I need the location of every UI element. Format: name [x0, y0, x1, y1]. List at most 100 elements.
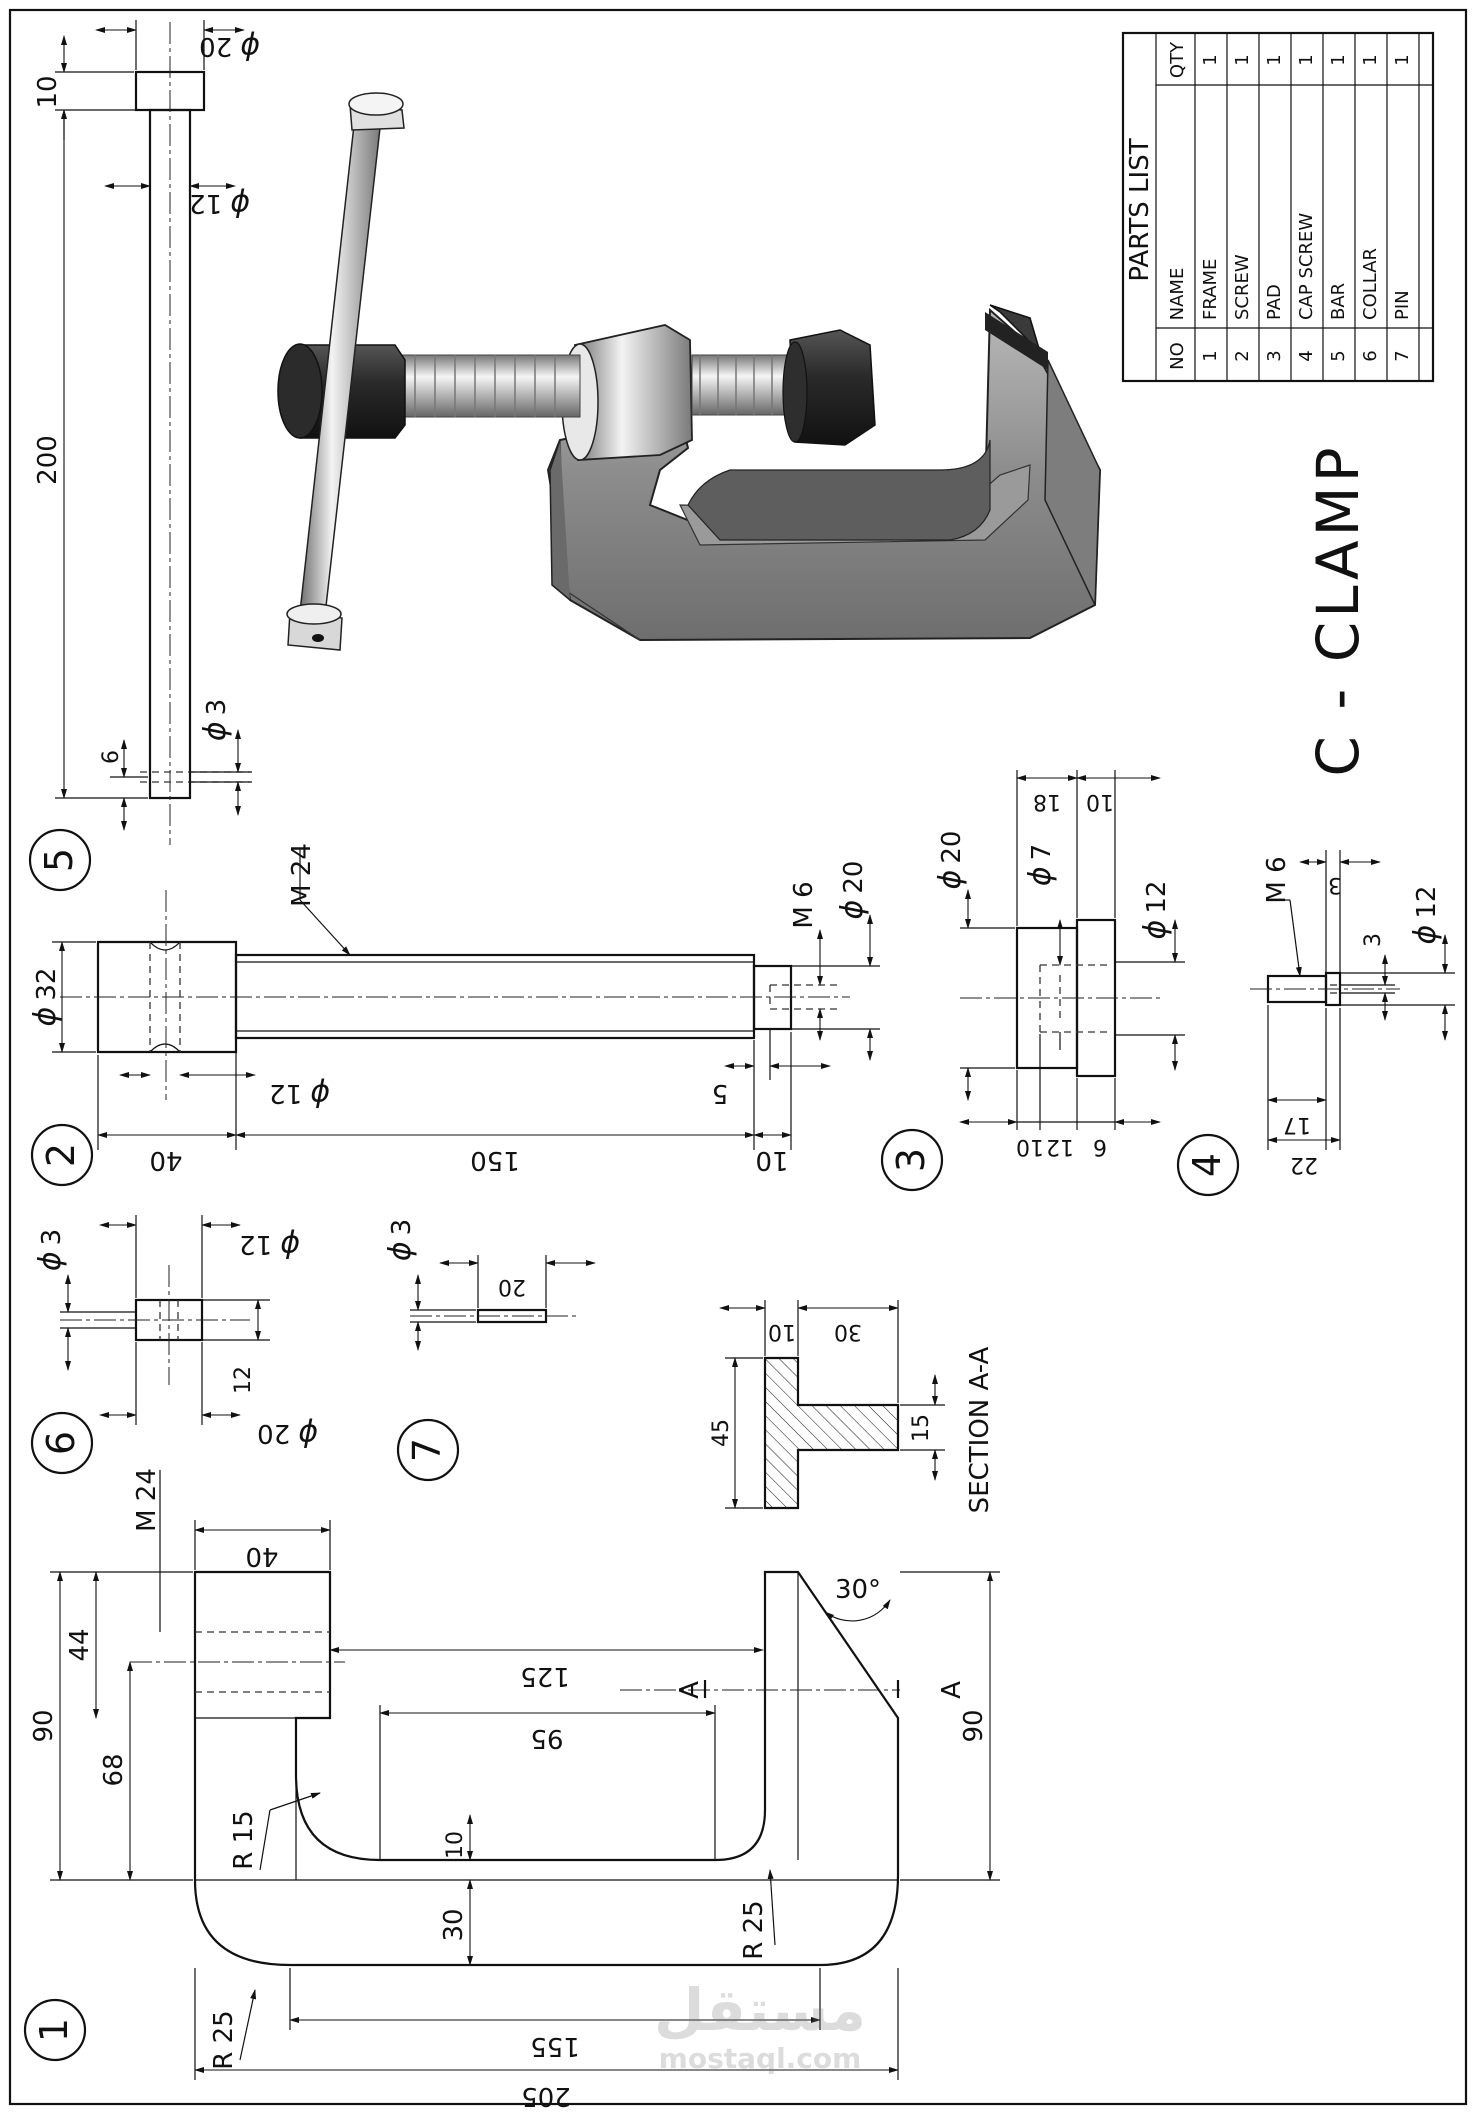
- parts-list-row-4-name: CAP SCREW: [1296, 213, 1317, 320]
- parts-list-row-3-qty: 1: [1264, 54, 1285, 65]
- dim-frame-95: 95: [530, 1723, 563, 1753]
- parts-list-row-5-qty: 1: [1328, 54, 1349, 65]
- parts-list-row-7-no: 7: [1392, 350, 1413, 361]
- dim-screw-40: 40: [149, 1145, 182, 1175]
- dim-cap-m6: M 6: [1262, 856, 1292, 903]
- dim-pad-6: 6: [1093, 1134, 1107, 1159]
- section-marker-a-left: A: [675, 1681, 705, 1699]
- dim-cap-22: 22: [1290, 1152, 1318, 1177]
- dim-pad-18: 18: [1033, 789, 1061, 814]
- dim-frame-90-left: 90: [29, 1709, 59, 1742]
- balloon-6-circle: [30, 1411, 94, 1475]
- parts-list-heading: PARTS LIST: [1125, 138, 1155, 281]
- parts-list-row-7-name: PIN: [1392, 290, 1413, 320]
- dim-pad-10b: 10: [1016, 1134, 1044, 1159]
- dim-frame-90-right: 90: [959, 1709, 989, 1742]
- balloon-4-circle: [1176, 1133, 1240, 1197]
- dim-frame-angle-30: 30°: [835, 1575, 881, 1605]
- parts-list-row-1-name: FRAME: [1200, 259, 1221, 320]
- parts-list-col-no: NO: [1167, 342, 1188, 370]
- parts-list-row-2-qty: 1: [1232, 54, 1253, 65]
- parts-list-row-5-no: 5: [1328, 350, 1349, 361]
- parts-list-table: PARTS LIST QTY NAME NO 1FRAME12SCREW13PA…: [1121, 31, 1435, 383]
- dim-frame-r25-inner: R 25: [739, 1900, 769, 1959]
- parts-list-row-5-name: BAR: [1328, 283, 1349, 320]
- parts-list-col-name: NAME: [1167, 268, 1188, 321]
- dim-collar-phi20: ϕ20: [257, 1417, 318, 1452]
- parts-list-row-2-name: SCREW: [1232, 254, 1253, 320]
- part-3-pad-view: 18 10 ϕ20 ϕ7 ϕ12 10 12 6: [933, 770, 1185, 1159]
- dim-frame-68: 68: [99, 1753, 129, 1786]
- parts-list-row-1-no: 1: [1200, 350, 1221, 361]
- dim-frame-r15: R 15: [229, 1810, 259, 1869]
- watermark-arabic: مستقل: [654, 1976, 866, 2044]
- parts-list-row-4-no: 4: [1296, 350, 1317, 361]
- dim-section-10: 10: [768, 1319, 796, 1344]
- balloon-1-label: 1: [32, 2018, 76, 2042]
- dim-cap-17: 17: [1283, 1112, 1311, 1137]
- section-marker-a-right: A: [937, 1681, 967, 1699]
- dim-pad-10a: 10: [1086, 789, 1114, 814]
- dim-collar-12: 12: [231, 1366, 256, 1394]
- dim-screw-phi20: ϕ20: [835, 861, 870, 920]
- isometric-c-clamp-illustration: [277, 92, 1102, 651]
- dim-screw-phi32: ϕ32: [28, 968, 63, 1027]
- parts-list-col-qty: QTY: [1167, 41, 1188, 78]
- dim-screw-5: 5: [712, 1078, 729, 1108]
- dim-frame-40: 40: [245, 1541, 278, 1571]
- dim-pad-phi20: ϕ20: [933, 831, 968, 890]
- balloon-3-label: 3: [889, 1148, 933, 1172]
- dim-section-45: 45: [709, 1419, 734, 1447]
- dim-pad-phi12: ϕ12: [1138, 881, 1173, 940]
- dim-pad-12: 12: [1046, 1134, 1074, 1159]
- dim-screw-m24: M 24: [287, 843, 317, 907]
- parts-list-row-6-name: COLLAR: [1360, 248, 1381, 320]
- mostaql-watermark: مستقل mostaql.com: [654, 1976, 866, 2075]
- balloon-4-label: 4: [1185, 1153, 1229, 1177]
- balloon-1-circle: [23, 1998, 87, 2062]
- part-2-screw-view: M 24 ϕ32 ϕ12 40 150 10 5 M 6 ϕ20: [28, 843, 880, 1175]
- dim-bar-phi3: ϕ3: [198, 699, 233, 741]
- dim-bar-10: 10: [33, 75, 63, 108]
- drawing-title: C - CLAMP: [1304, 443, 1372, 776]
- dim-frame-30: 30: [439, 1908, 469, 1941]
- watermark-latin: mostaql.com: [659, 2042, 862, 2075]
- section-a-a-view: 10 30 45 15 SECTION A-A: [709, 1300, 995, 1513]
- parts-list-row-7-qty: 1: [1392, 54, 1413, 65]
- dim-screw-m6: M 6: [789, 881, 819, 928]
- parts-list-row-1-qty: 1: [1200, 54, 1221, 65]
- parts-list-row-2-no: 2: [1232, 350, 1253, 361]
- part-7-pin-view: ϕ3 20: [383, 1219, 596, 1351]
- dim-screw-phi12: ϕ12: [269, 1077, 330, 1112]
- dim-cap-phi12: ϕ12: [1408, 886, 1443, 945]
- dim-pin-phi3: ϕ3: [383, 1219, 418, 1261]
- dim-cap-3a: 3: [1328, 872, 1342, 897]
- dim-bar-200: 200: [33, 435, 63, 485]
- balloon-7-label: 7: [405, 1438, 449, 1462]
- dim-screw-10: 10: [755, 1145, 788, 1175]
- parts-list-row-6-qty: 1: [1360, 54, 1381, 65]
- balloon-6-label: 6: [39, 1431, 83, 1455]
- dim-frame-44: 44: [65, 1628, 95, 1661]
- dim-cap-3b: 3: [1361, 933, 1386, 947]
- parts-list-row-3-no: 3: [1264, 350, 1285, 361]
- balloon-2-circle: [30, 1123, 94, 1187]
- part-5-bar-view: 200 10 ϕ20 ϕ12 ϕ3 6: [33, 20, 260, 845]
- dim-section-30: 30: [834, 1319, 862, 1344]
- dim-section-15: 15: [909, 1414, 934, 1442]
- parts-list-row-3-name: PAD: [1264, 284, 1285, 320]
- dim-frame-m24: M 24: [132, 1468, 162, 1532]
- part-4-cap-screw-view: M 6 3 3 ϕ12 17 22: [1250, 850, 1455, 1177]
- dim-bar-6: 6: [99, 750, 124, 764]
- parts-list-row-6-no: 6: [1360, 350, 1381, 361]
- sheet-border: [8, 8, 1468, 2106]
- section-a-a-label: SECTION A-A: [965, 1346, 995, 1513]
- dim-screw-150: 150: [470, 1145, 520, 1175]
- balloon-5-label: 5: [37, 848, 81, 872]
- balloon-7-circle: [396, 1418, 460, 1482]
- dim-bar-phi12: ϕ12: [189, 187, 250, 222]
- part-1-frame-view: A A 40 M 24 125 95 10 30 90 44 68: [29, 1468, 1000, 2111]
- dim-frame-r25-outer: R 25: [209, 2010, 239, 2069]
- dim-frame-155: 155: [530, 2031, 580, 2061]
